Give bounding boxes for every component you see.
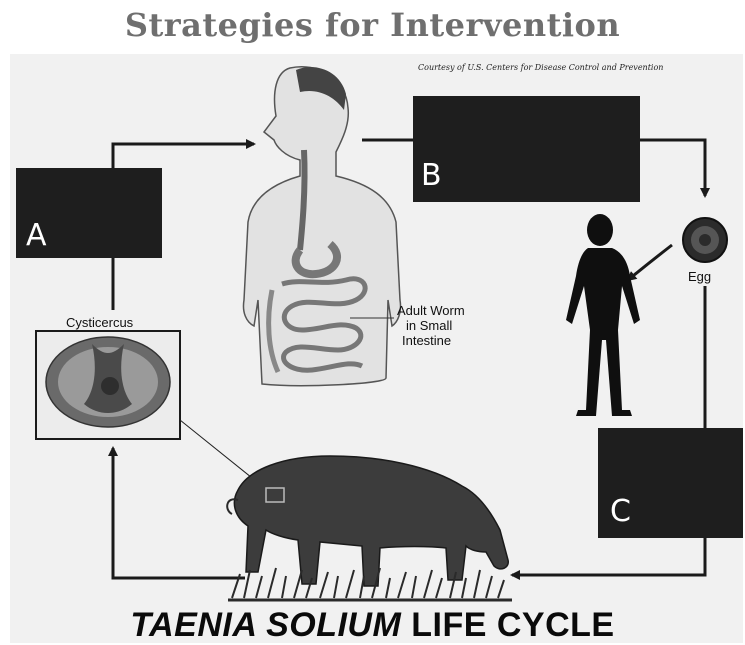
cysticercus-figure [46,337,170,427]
intervention-box-a: A [16,168,162,258]
arrow-egg-to-person [628,245,672,280]
arrow-pig-to-cysticercus [113,448,245,578]
egg-figure [683,218,727,262]
cysticercus-label: Cysticercus [66,315,133,330]
box-a-label: A [26,218,47,253]
arrow-box-a-to-human [113,144,254,168]
adult-worm-label-line3: Intestine [402,333,451,348]
human-silhouette [566,214,640,416]
arrow-box-c-to-pig [512,538,705,575]
box-b-label: B [421,158,442,193]
egg-label: Egg [688,269,711,284]
arrow-box-b-to-egg [640,140,705,196]
life-cycle-title: TAENIA SOLIUM LIFE CYCLE [0,606,745,645]
adult-worm-label-line1: Adult Worm [397,303,465,318]
intervention-box-c: C [598,428,743,538]
species-name: TAENIA SOLIUM [130,606,401,644]
adult-worm-label-line2: in Small [406,318,452,333]
pig-figure [227,456,508,586]
life-cycle-suffix: LIFE CYCLE [401,606,614,644]
intervention-box-b: B [413,96,640,202]
box-c-label: C [610,494,631,529]
human-torso-figure [243,67,400,386]
